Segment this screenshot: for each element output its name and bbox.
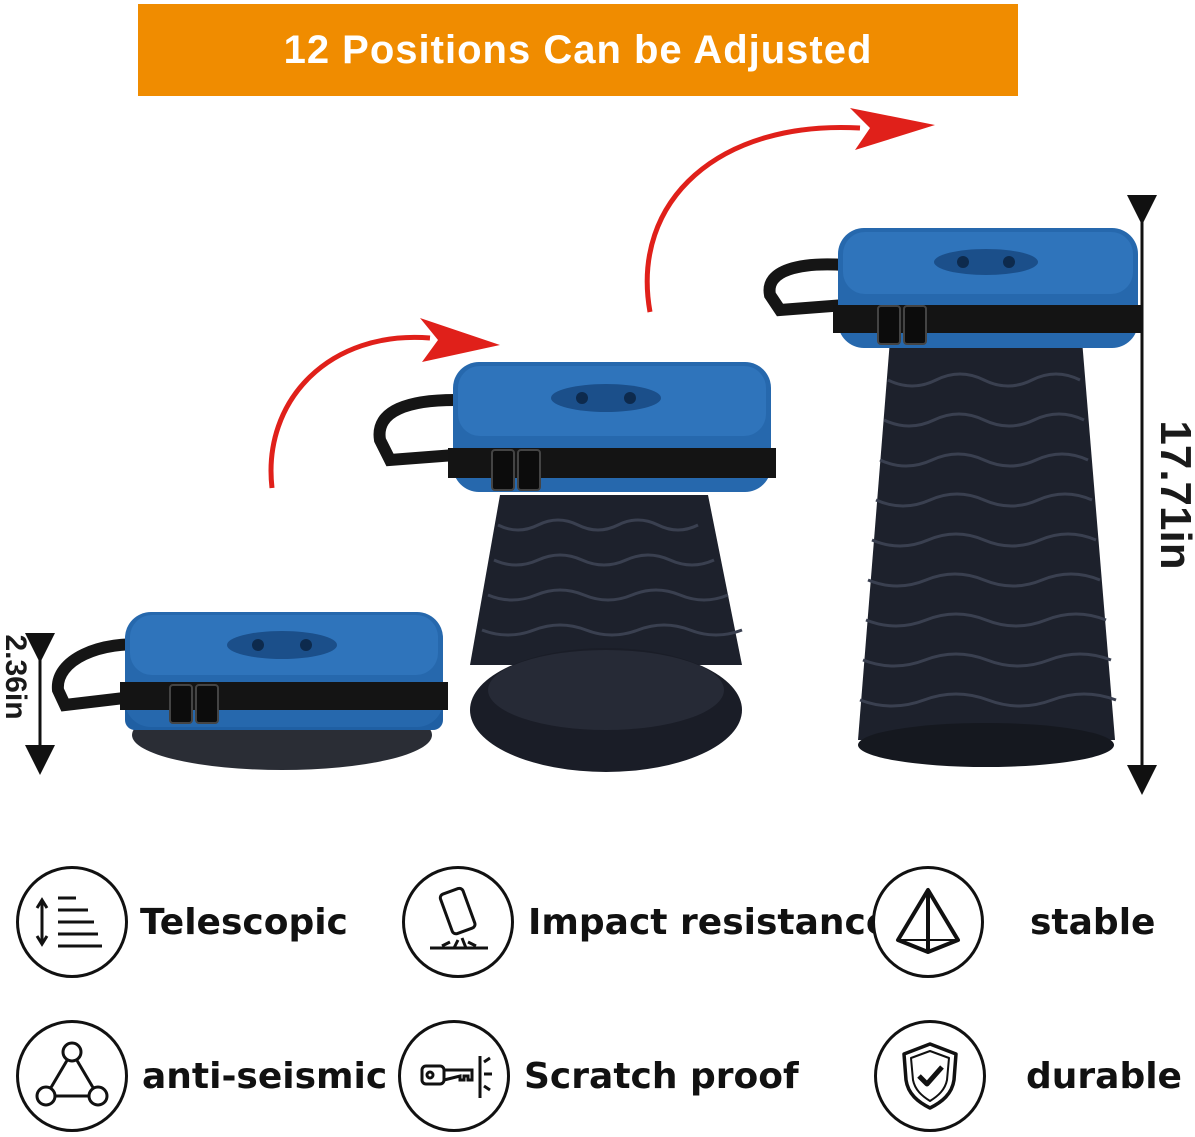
feature-label: durable [1026,1055,1182,1097]
feature-telescopic: Telescopic [16,866,348,978]
shield-check-icon [874,1020,986,1132]
feature-stable: stable [872,866,1155,978]
title-banner: 12 Positions Can be Adjusted [138,4,1018,96]
max-height-label: 17.71in [1151,420,1195,570]
telescopic-icon [16,866,128,978]
pyramid-icon [872,866,984,978]
feature-label: Telescopic [140,901,348,943]
banner-text: 12 Positions Can be Adjusted [283,27,873,72]
feature-scratch-proof: Scratch proof [398,1020,799,1132]
feature-impact: Impact resistance [402,866,890,978]
feature-label: Scratch proof [524,1055,799,1097]
triangle-nodes-icon [16,1020,128,1132]
feature-label: anti-seismic [142,1055,388,1097]
product-illustration [25,108,1157,795]
min-height-label: 2.36in [0,634,32,720]
stool-collapsed [51,612,448,770]
feature-durable: durable [874,1020,1182,1132]
key-scratch-icon [398,1020,510,1132]
arrow-medium-to-large [644,108,935,313]
feature-anti-seismic: anti-seismic [16,1020,387,1132]
feature-label: stable [1030,901,1156,943]
arrow-small-to-medium [268,318,500,489]
impact-icon [402,866,514,978]
stool-medium [373,362,776,772]
stool-extended [763,228,1143,767]
feature-label: Impact resistance [528,901,891,943]
